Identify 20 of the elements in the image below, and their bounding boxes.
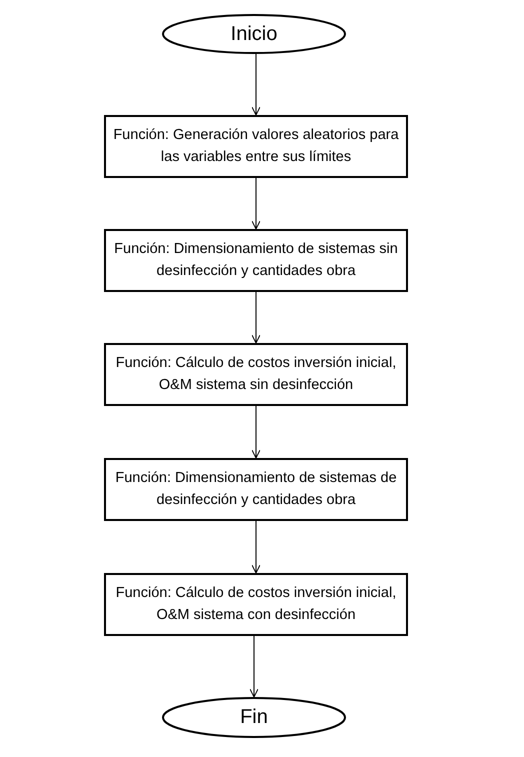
arrow [250,636,258,698]
process-box [104,573,408,636]
node-text: Función: Generación valores aleatorios para las variables entre sus límites [112,126,400,166]
node-text: Inicio [230,22,278,46]
node-text: Función: Cálculo de costos inversión inicial, O&M sistema sin desinfección [114,354,398,394]
arrow [252,520,260,574]
arrow [252,292,260,344]
arrow [252,406,260,458]
node-text: Función: Cálculo de costos inversión inicial, O&M sistema con desinfección [114,584,398,624]
node-text: Función: Dimensionamiento de sistemas sin desinfección y cantidades obra [113,240,399,280]
terminal-ellipse [162,14,346,54]
process-box [104,115,408,178]
node-text: Fin [239,705,269,730]
process-box [104,458,408,521]
process-box [104,229,408,292]
terminal-ellipse [162,697,346,738]
arrow [252,54,260,116]
process-box [104,343,408,406]
node-text: Función: Dimensionamiento de sistemas de desinfección y cantidades obra [114,469,398,510]
arrow [252,178,260,230]
